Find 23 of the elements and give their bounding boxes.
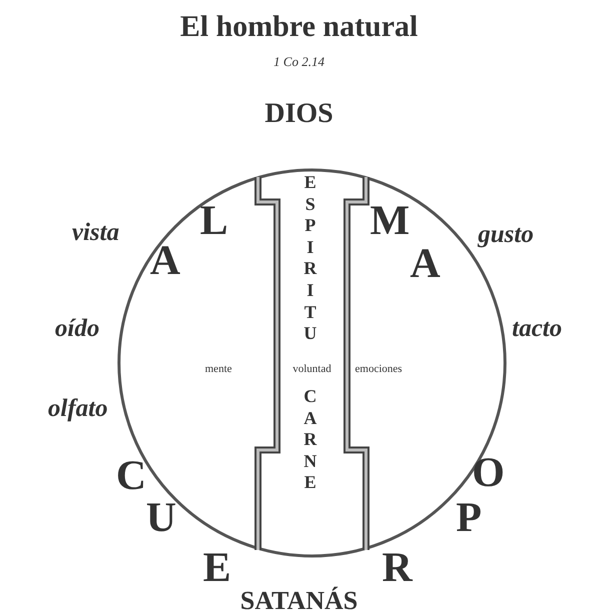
title: El hombre natural [179,12,419,42]
large-letter: L [200,200,228,242]
large-letter: U [146,497,176,539]
large-letter: E [203,547,232,589]
large-letter: A [150,240,180,282]
sense-label: vista [72,220,120,245]
sense-label: tacto [512,316,562,341]
large-letter: O [472,452,505,494]
reference-text: 1 Co 2.14 [272,55,326,68]
sense-label: olfato [48,396,108,421]
large-letter: C [116,455,146,497]
vertical-word: ESPIRITU [302,172,325,345]
large-letter: P [456,497,482,539]
sense-label: oído [55,316,100,341]
large-letter: R [382,547,412,589]
large-letter: M [370,200,410,242]
large-letter: A [410,243,440,285]
side-label: emociones [355,364,402,375]
vertical-word: CARNE [302,386,325,494]
top-label: DIOS [264,100,334,128]
sense-label: gusto [478,222,534,247]
bottom-label: SATANÁS [239,588,359,614]
side-label: mente [205,364,232,375]
